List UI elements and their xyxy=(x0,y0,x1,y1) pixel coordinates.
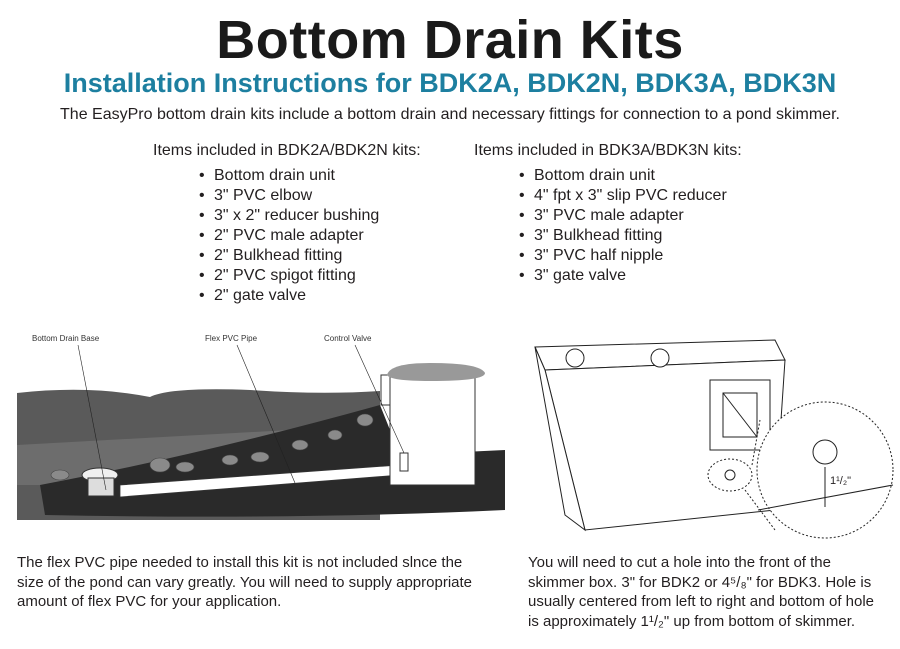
page-title: Bottom Drain Kits xyxy=(216,10,684,70)
list-item: 3" PVC elbow xyxy=(199,186,379,206)
intro-text: The EasyPro bottom drain kits include a … xyxy=(60,106,840,123)
list-item: Bottom drain unit xyxy=(199,166,379,186)
left-caption: The flex PVC pipe needed to install this… xyxy=(17,554,473,610)
page-subtitle: Installation Instructions for BDK2A, BDK… xyxy=(63,68,837,98)
list-item: 4" fpt x 3" slip PVC reducer xyxy=(519,186,727,206)
hole-height-label: 1¹/₂" xyxy=(830,475,852,487)
list-item: 3" gate valve xyxy=(519,266,727,286)
list-item: 3" PVC male adapter xyxy=(519,206,727,226)
list-item: 2" gate valve xyxy=(199,286,379,306)
pond-cross-section-illustration: Bottom Drain Base Flex PVC Pipe Control … xyxy=(0,325,505,520)
skimmer-diagram-svg xyxy=(534,339,894,539)
list-item: 3" x 2" reducer bushing xyxy=(199,206,379,226)
label-control-valve: Control Valve xyxy=(324,334,372,343)
list-item: 3" PVC half nipple xyxy=(519,246,727,266)
kit-bdk2-list: Bottom drain unit 3" PVC elbow 3" x 2" r… xyxy=(199,166,379,306)
list-item: 2" PVC male adapter xyxy=(199,226,379,246)
skimmer-box-illustration: 1¹/₂" xyxy=(525,325,900,545)
label-bottom-drain-base: Bottom Drain Base xyxy=(32,334,100,343)
right-caption: You will need to cut a hole into the fro… xyxy=(528,554,875,630)
kit-bdk3-heading: Items included in BDK3A/BDK3N kits: xyxy=(474,142,742,159)
list-item: Bottom drain unit xyxy=(519,166,727,186)
kit-bdk3-list: Bottom drain unit 4" fpt x 3" slip PVC r… xyxy=(519,166,727,286)
list-item: 2" PVC spigot fitting xyxy=(199,266,379,286)
list-item: 3" Bulkhead fitting xyxy=(519,226,727,246)
kit-bdk2-heading: Items included in BDK2A/BDK2N kits: xyxy=(153,142,421,159)
list-item: 2" Bulkhead fitting xyxy=(199,246,379,266)
label-flex-pvc-pipe: Flex PVC Pipe xyxy=(205,334,258,343)
pond-diagram-svg xyxy=(17,344,505,520)
